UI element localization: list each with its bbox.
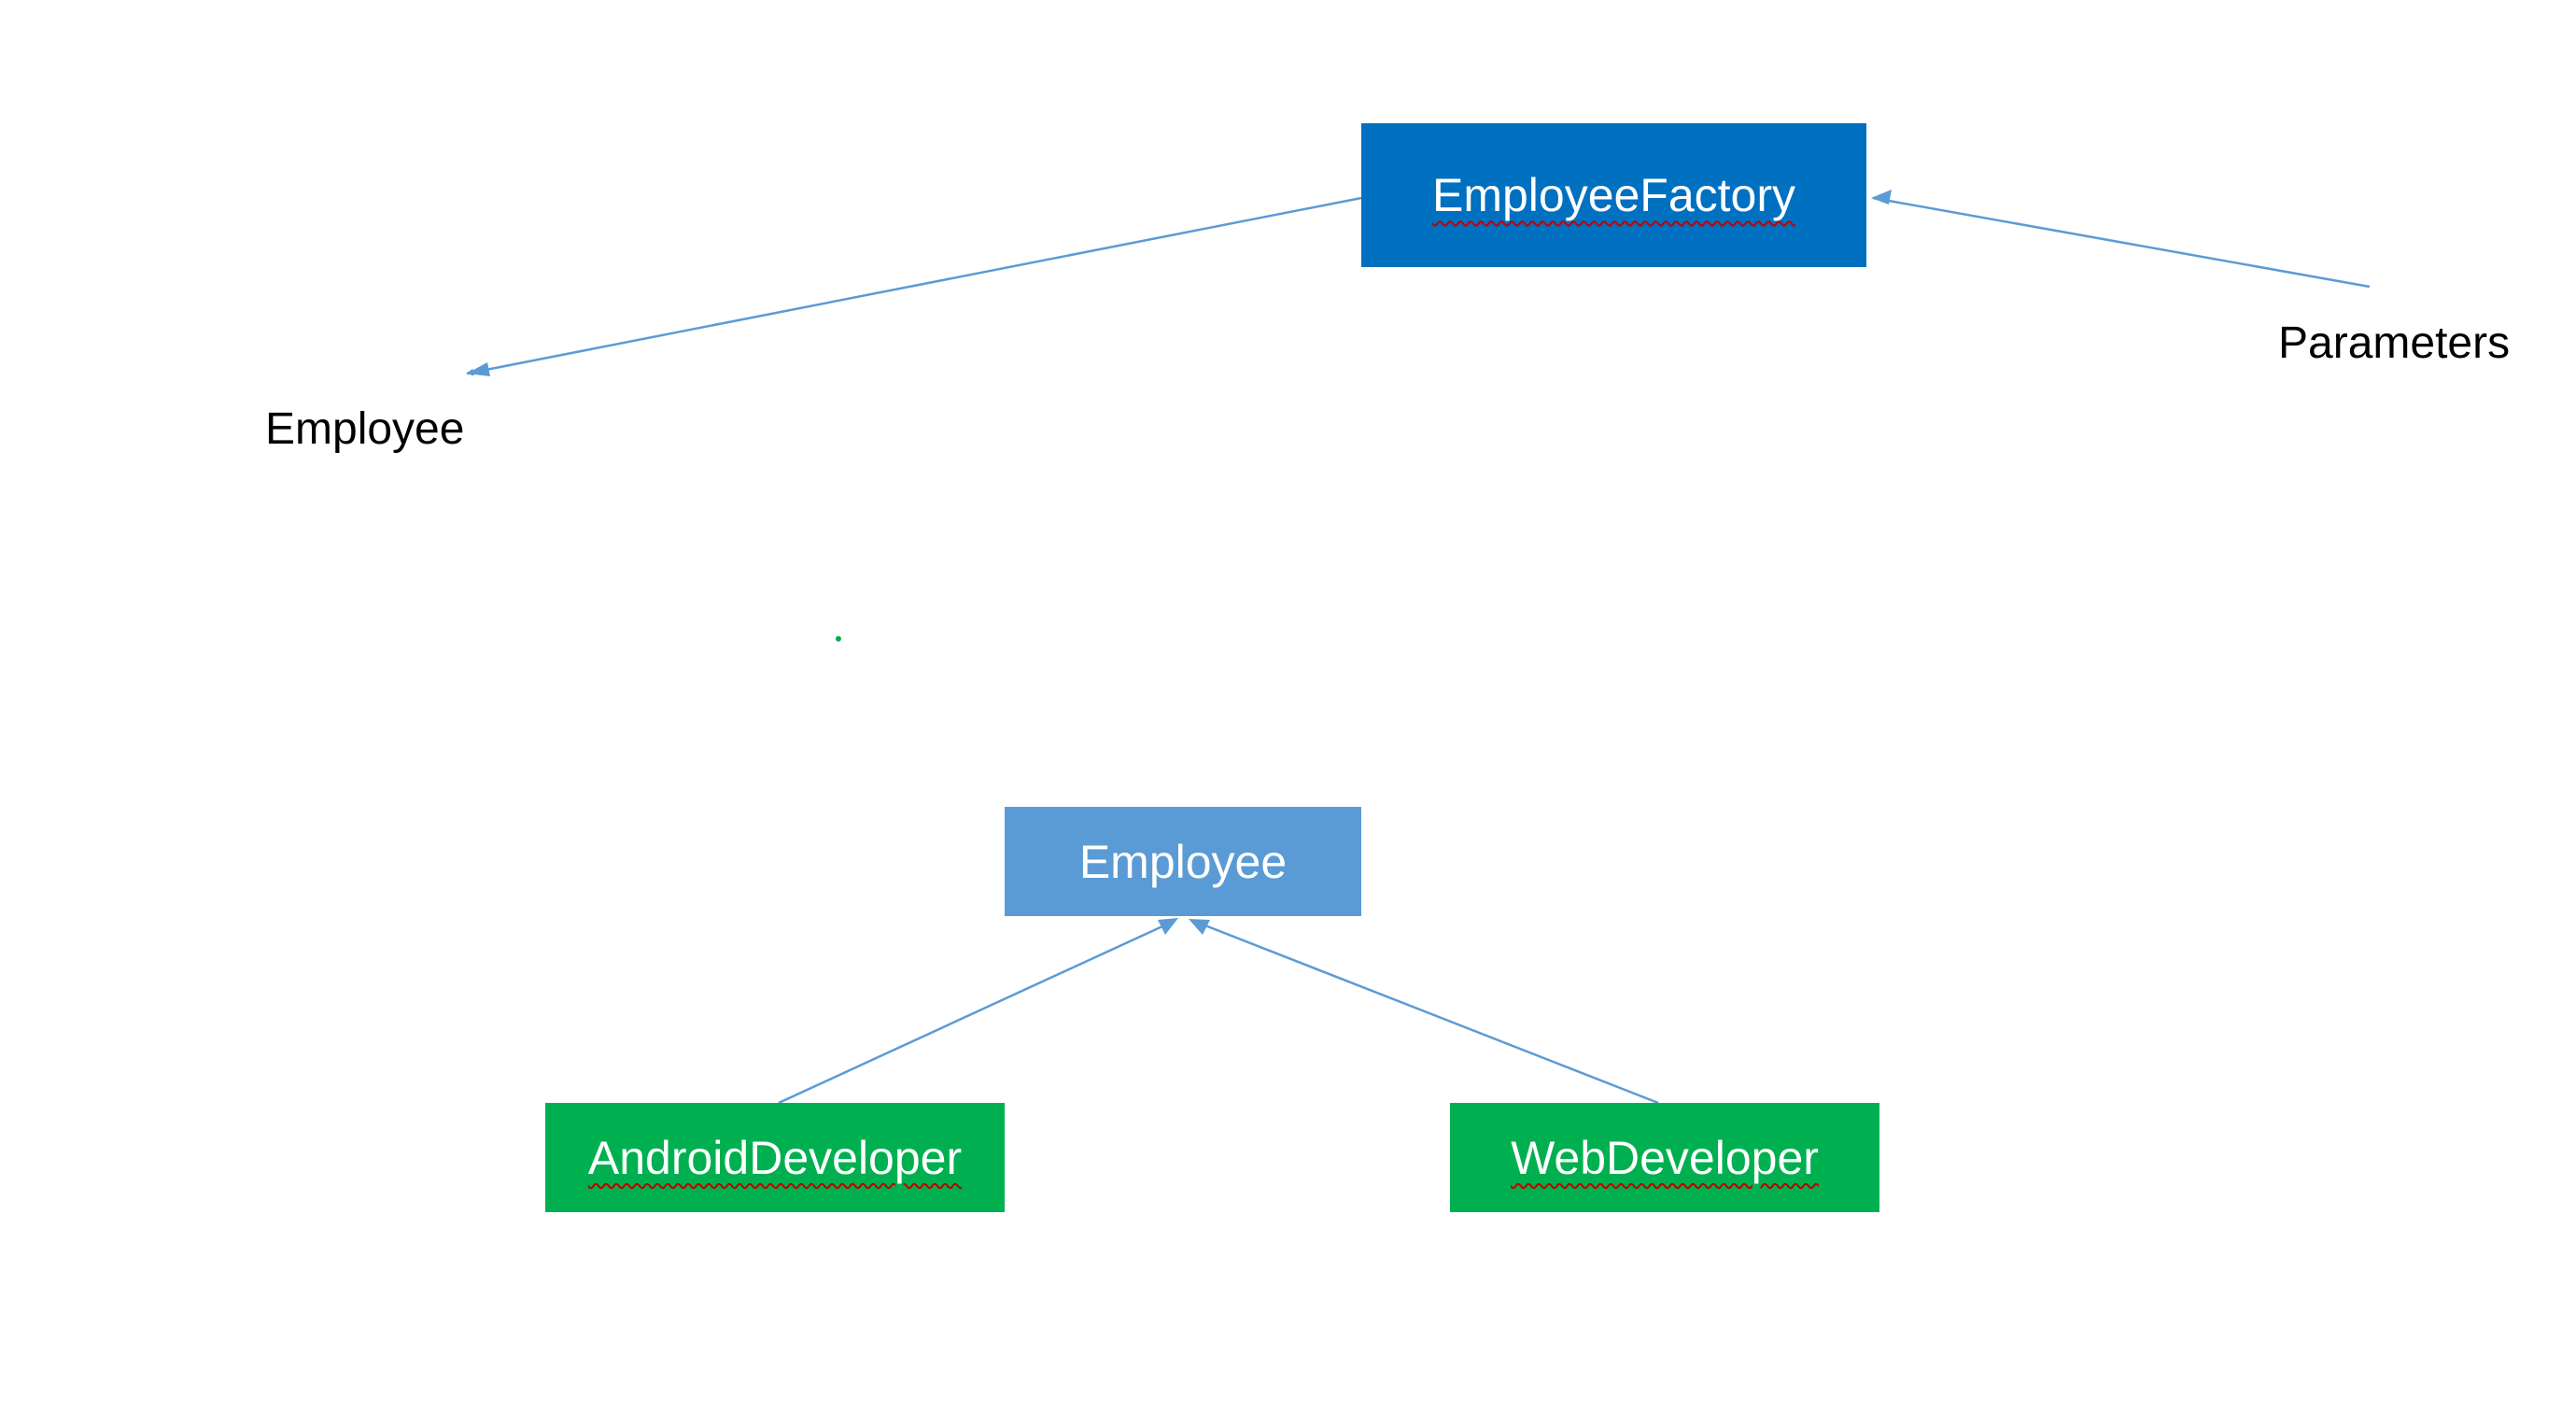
factory-output-label: Employee bbox=[265, 404, 465, 454]
parameters-to-factory-arrow bbox=[1872, 196, 2371, 289]
web-inherits-employee-line bbox=[1192, 919, 1659, 1105]
android-developer-label: AndroidDeveloper bbox=[587, 1131, 963, 1184]
employee-factory-box: EmployeeFactory bbox=[1361, 123, 1866, 267]
android-inherits-employee-arrowhead bbox=[1158, 918, 1178, 935]
employee-base-class-label: Employee bbox=[1078, 835, 1288, 888]
web-inherits-employee-arrowhead bbox=[1189, 919, 1210, 935]
android-developer-box: AndroidDeveloper bbox=[545, 1103, 1005, 1212]
employee-factory-label: EmployeeFactory bbox=[1431, 169, 1796, 221]
factory-to-employee-arrow bbox=[466, 196, 1362, 376]
parameters-to-factory-arrowhead bbox=[1871, 190, 1892, 205]
web-developer-label: WebDeveloper bbox=[1511, 1131, 1819, 1184]
stray-dot bbox=[836, 636, 841, 642]
android-inherits-employee-line bbox=[778, 919, 1175, 1105]
factory-input-label: Parameters bbox=[2278, 318, 2511, 368]
factory-to-employee-arrowhead bbox=[467, 362, 490, 376]
employee-base-class-box: Employee bbox=[1005, 807, 1361, 916]
web-developer-box: WebDeveloper bbox=[1450, 1103, 1879, 1212]
